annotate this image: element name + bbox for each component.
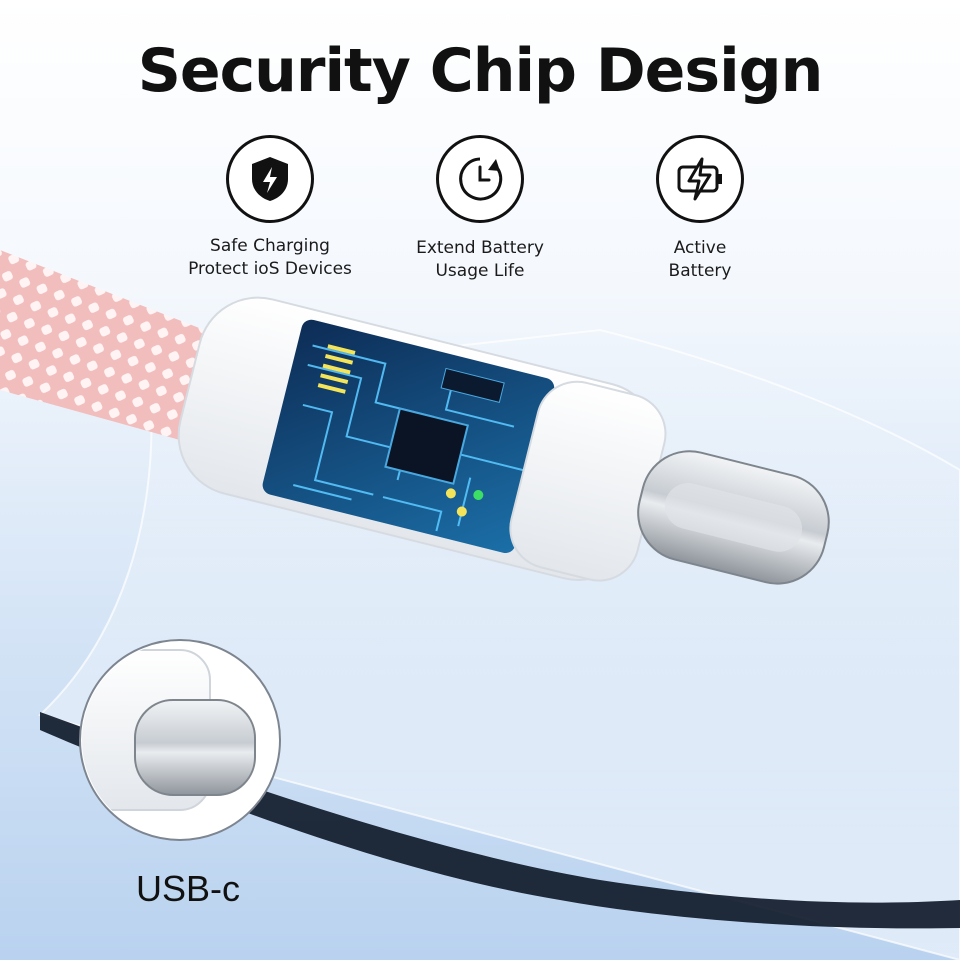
- feature-extend-battery: Extend Battery Usage Life: [370, 135, 590, 283]
- feature-caption: Safe Charging Protect ioS Devices: [160, 235, 380, 281]
- feature-caption-line2: Usage Life: [435, 261, 525, 281]
- feature-caption-line1: Safe Charging: [210, 236, 330, 256]
- feature-caption-line1: Active: [673, 238, 727, 258]
- feature-active-battery: Active Battery: [590, 135, 810, 283]
- feature-caption-line2: Protect ioS Devices: [188, 259, 352, 279]
- feature-caption: Extend Battery Usage Life: [370, 237, 590, 283]
- battery-lightning-icon: [656, 135, 744, 223]
- usb-c-label: USB-c: [136, 868, 241, 909]
- feature-caption-line1: Extend Battery: [416, 238, 544, 258]
- feature-caption-line2: Battery: [668, 261, 732, 281]
- feature-caption: Active Battery: [590, 237, 810, 283]
- feature-safe-charging: Safe Charging Protect ioS Devices: [160, 135, 380, 281]
- clock-refresh-icon: [436, 135, 524, 223]
- shield-lightning-icon: [226, 135, 314, 223]
- page-title: Security Chip Design: [137, 36, 824, 106]
